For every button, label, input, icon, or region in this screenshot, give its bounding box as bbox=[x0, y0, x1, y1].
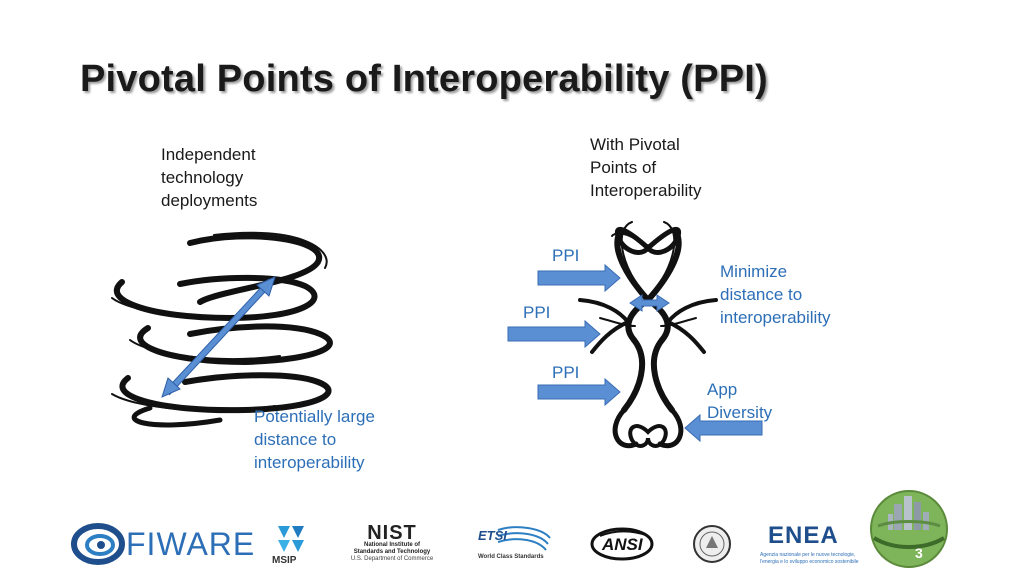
msip-emblem-icon bbox=[278, 526, 304, 552]
nist-wordmark: NIST bbox=[367, 522, 417, 544]
minimize-double-arrow bbox=[629, 294, 670, 312]
minimize-caption-line: Minimize bbox=[720, 262, 788, 281]
app-caption-line: App bbox=[707, 380, 738, 399]
fiware-wordmark: FIWARE bbox=[126, 526, 256, 562]
ppi-label-top: PPI bbox=[552, 246, 580, 265]
minimize-caption: Minimize distance to interoperability bbox=[720, 260, 831, 329]
left-caption-line: deployments bbox=[161, 191, 258, 210]
left-caption-line: technology bbox=[161, 168, 244, 187]
distance-caption-line: distance to bbox=[254, 430, 337, 449]
right-caption-line: Points of bbox=[590, 158, 657, 177]
seal-emblem-icon bbox=[693, 525, 731, 563]
distance-caption-line: Potentially large bbox=[254, 407, 375, 426]
right-caption-line: Interoperability bbox=[590, 181, 702, 200]
ansi-oval-icon bbox=[590, 527, 654, 561]
msip-wordmark: MSIP bbox=[272, 555, 297, 566]
app-diversity-arrow bbox=[684, 413, 763, 443]
ppi-label-bottom: PPI bbox=[552, 363, 580, 382]
distance-caption-line: interoperability bbox=[254, 453, 365, 472]
minimize-caption-line: distance to bbox=[720, 285, 803, 304]
fiware-swirl-icon bbox=[71, 523, 125, 565]
city-globe-image: 3 bbox=[864, 482, 954, 572]
nist-subtitle: U.S. Department of Commerce bbox=[350, 556, 434, 562]
ppi-label-middle: PPI bbox=[523, 303, 551, 322]
etsi-logo: ETSI World Class Standards bbox=[476, 524, 556, 568]
slide-title: Pivotal Points of Interoperability (PPI) bbox=[80, 58, 768, 100]
page-number: 3 bbox=[915, 545, 923, 561]
ppi-arrow-middle bbox=[507, 319, 601, 349]
ansi-logo: ANSI bbox=[590, 526, 654, 562]
ansi-wordmark: ANSI bbox=[602, 535, 643, 554]
msip-logo: MSIP bbox=[268, 522, 318, 568]
right-caption: With Pivotal Points of Interoperability bbox=[590, 133, 702, 202]
ppi-arrow-bottom bbox=[537, 377, 621, 407]
globe-icon bbox=[870, 490, 948, 568]
right-caption-line: With Pivotal bbox=[590, 135, 680, 154]
fiware-logo: FIWARE bbox=[70, 520, 254, 568]
enea-subtitle: l'energia e lo sviluppo economico sosten… bbox=[760, 559, 859, 565]
nist-subtitle: Standards and Technology bbox=[353, 549, 431, 555]
app-caption-line: Diversity bbox=[707, 403, 773, 422]
minimize-caption-line: interoperability bbox=[720, 308, 831, 327]
ppi-arrow-top bbox=[537, 263, 621, 293]
left-caption: Independent technology deployments bbox=[161, 143, 257, 212]
enea-logo: ENEA Agenzia nazionale per le nuove tecn… bbox=[760, 522, 860, 566]
distance-caption: Potentially large distance to interopera… bbox=[254, 405, 375, 474]
nist-logo: NIST National Institute of Standards and… bbox=[342, 522, 442, 568]
nist-subtitle: National Institute of bbox=[364, 542, 420, 548]
etsi-tagline: World Class Standards bbox=[478, 554, 544, 560]
enea-subtitle: Agenzia nazionale per le nuove tecnologi… bbox=[760, 552, 856, 558]
left-caption-line: Independent bbox=[161, 145, 256, 164]
seal-logo bbox=[692, 524, 732, 564]
app-diversity-caption: App Diversity bbox=[707, 378, 772, 424]
enea-wordmark: ENEA bbox=[768, 522, 839, 549]
etsi-waves-icon bbox=[497, 526, 551, 551]
etsi-wordmark: ETSI bbox=[478, 528, 507, 543]
